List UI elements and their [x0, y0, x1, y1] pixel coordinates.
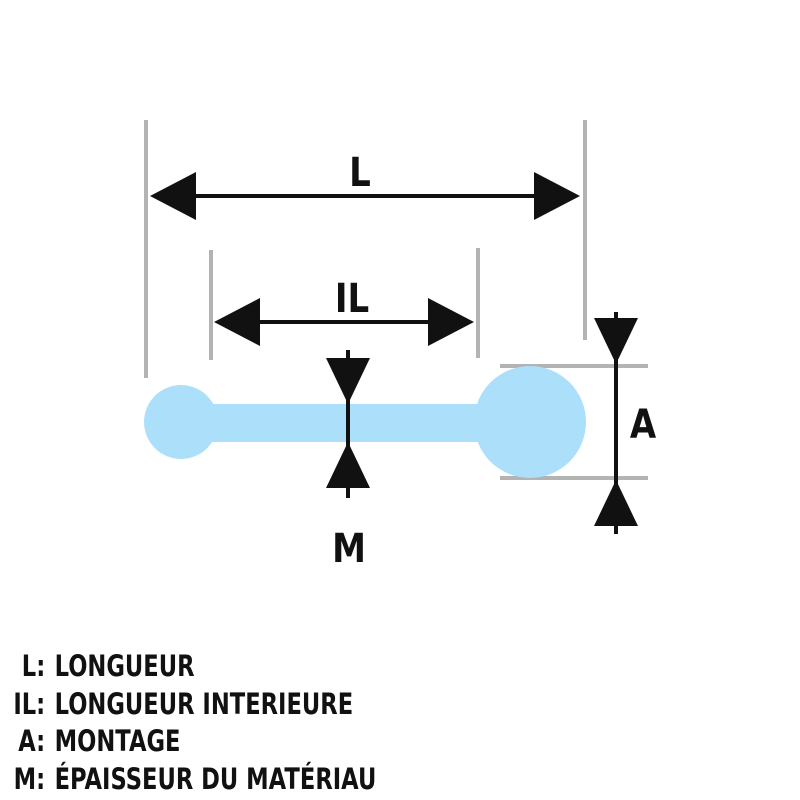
legend: L: LONGUEUR IL: LONGUEUR INTERIEURE A: M… [0, 648, 376, 798]
dimension-m-arrow [326, 350, 370, 498]
barbell [144, 366, 586, 478]
legend-row-il: IL: LONGUEUR INTERIEURE [0, 686, 376, 724]
legend-text: ÉPAISSEUR DU MATÉRIAU [54, 761, 377, 796]
dimension-l-label: L [349, 149, 371, 195]
dimension-il-label: IL [335, 275, 369, 321]
legend-key: M: [13, 761, 46, 796]
legend-text: MONTAGE [54, 724, 181, 758]
dimension-a-arrow [594, 312, 638, 534]
extension-lines [144, 120, 648, 480]
barbell-small-ball [144, 385, 218, 459]
dimension-m-label: M [332, 525, 366, 571]
legend-row-l: L: LONGUEUR [0, 648, 376, 686]
legend-key: L: [21, 649, 46, 683]
legend-text: LONGUEUR [54, 649, 195, 683]
dimension-a-label: A [630, 401, 657, 447]
barbell-large-ball [474, 366, 586, 478]
legend-row-a: A: MONTAGE [0, 723, 376, 761]
dimension-l-arrow [150, 172, 580, 220]
legend-text: LONGUEUR INTERIEURE [54, 686, 354, 721]
legend-key: A: [18, 724, 46, 758]
legend-row-m: M: ÉPAISSEUR DU MATÉRIAU [0, 761, 377, 799]
dimension-il-arrow [214, 298, 474, 346]
legend-key: IL: [13, 686, 46, 721]
